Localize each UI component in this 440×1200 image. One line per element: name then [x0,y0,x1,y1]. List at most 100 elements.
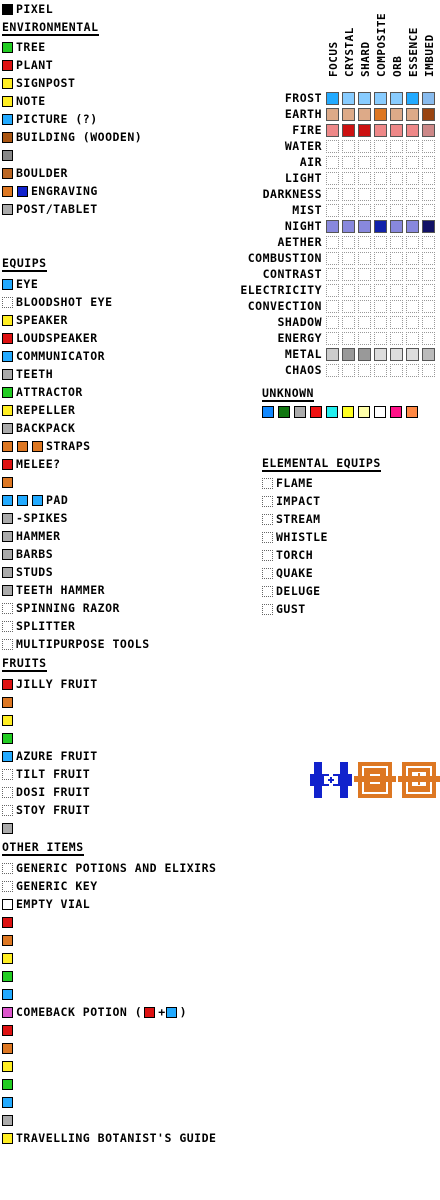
environmental-icon [2,95,13,107]
fruits-item [2,712,16,728]
matrix-cell [406,172,419,185]
environmental-icon [2,167,13,179]
matrix-cell [422,300,435,313]
equips-icon [2,530,13,542]
matrix-cell [374,92,387,105]
legend-pixel: PIXEL [2,1,53,17]
matrix-cell [422,316,435,329]
unknown-swatch [406,406,418,418]
matrix-cell [374,364,387,377]
fruits-label: AZURE FRUIT [16,749,98,763]
equips-item: MELEE? [2,456,61,472]
unknown-swatch [262,406,274,418]
elemental-equip-label: IMPACT [276,494,321,508]
equips-icon [2,494,13,506]
environmental-icon [2,113,13,125]
other-icon [2,1042,13,1054]
equips-item: STUDS [2,564,53,580]
matrix-row-label: MIST [292,203,322,217]
environmental-icon [2,41,13,53]
matrix-row-label: COMBUSTION [247,251,322,265]
matrix-cell [342,108,355,121]
matrix-cell [326,108,339,121]
matrix-cell [374,332,387,345]
matrix-cell [358,252,371,265]
equips-icon [2,458,13,470]
other-icon [2,1114,13,1126]
matrix-cell [326,348,339,361]
equips-label: BARBS [16,547,54,561]
elemental-equip-item: TORCH [262,547,313,563]
equips-label: STUDS [16,565,54,579]
equips-icon [32,494,43,506]
elemental-equip-icon [262,585,273,597]
fruits-label: JILLY FRUIT [16,677,98,691]
matrix-cell [342,284,355,297]
equips-icon [2,512,13,524]
environmental-icon [2,203,13,215]
fruits-item [2,730,16,746]
environmental-item [2,147,16,163]
matrix-cell [374,124,387,137]
equips-icon [2,566,13,578]
matrix-cell [358,316,371,329]
fruits-item: JILLY FRUIT [2,676,98,692]
matrix-cell [406,220,419,233]
environmental-label: PICTURE (?) [16,112,98,126]
environmental-item: SIGNPOST [2,75,75,91]
matrix-cell [390,236,403,249]
matrix-cell [406,348,419,361]
equips-label: SPEAKER [16,313,68,327]
matrix-cell [390,204,403,217]
matrix-row-label: AIR [299,155,322,169]
matrix-cell [374,236,387,249]
matrix-cell [390,108,403,121]
other-icon [2,952,13,964]
matrix-cell [390,284,403,297]
environmental-item: BUILDING (WOODEN) [2,129,142,145]
matrix-cell [326,268,339,281]
equips-label: TEETH [16,367,54,381]
matrix-column-header: FOCUS [326,2,340,90]
equips-icon [17,440,28,452]
matrix-cell [374,268,387,281]
equips-header: EQUIPS [2,256,47,272]
unknown-swatch [390,406,402,418]
matrix-cell [342,140,355,153]
matrix-cell [326,364,339,377]
equips-icon [2,296,13,308]
environmental-item: ENGRAVING [2,183,98,199]
matrix-cell [374,316,387,329]
fruits-label: DOSI FRUIT [16,785,91,799]
matrix-cell [390,140,403,153]
matrix-cell [406,188,419,201]
matrix-cell [422,268,435,281]
elemental-equip-item: FLAME [262,475,313,491]
equips-label: STRAPS [46,439,91,453]
fruits-icon [2,714,13,726]
matrix-cell [422,236,435,249]
matrix-cell [374,140,387,153]
matrix-cell [326,140,339,153]
fruits-item: DOSI FRUIT [2,784,90,800]
environmental-icon [2,131,13,143]
matrix-row-label: AETHER [277,235,322,249]
matrix-cell [358,364,371,377]
elemental-equip-label: STREAM [276,512,321,526]
unknown-swatch [278,406,290,418]
equips-item [2,474,16,490]
other-item [2,968,16,984]
matrix-cell [342,316,355,329]
matrix-cell [342,220,355,233]
matrix-cell [422,284,435,297]
other-label: TRAVELLING BOTANIST'S GUIDE [16,1131,217,1145]
equips-item: PAD [2,492,68,508]
matrix-column-header: IMBUED [422,2,436,90]
matrix-cell [406,236,419,249]
matrix-cell [422,188,435,201]
environmental-label: POST/TABLET [16,202,98,216]
other-item [2,1022,16,1038]
matrix-cell [358,284,371,297]
matrix-row-label: FROST [284,91,322,105]
